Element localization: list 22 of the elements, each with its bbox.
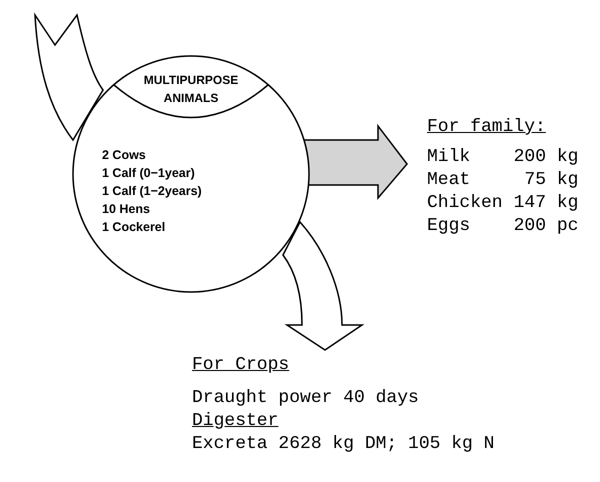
product-amount: 147 kg	[514, 192, 578, 215]
animal-count: 1 Cockerel	[102, 219, 166, 236]
output-line: Draught power 40 days	[192, 387, 419, 410]
product-name: Milk	[427, 146, 472, 169]
product-amount: 200 kg	[514, 146, 578, 169]
product-amount: 200 pc	[514, 215, 578, 238]
section-heading: For family:	[427, 116, 546, 139]
animal-count: 1 Calf (1−2years)	[102, 183, 202, 200]
block-arrow	[34, 14, 104, 141]
animal-count: 1 Calf (0−1year)	[102, 165, 195, 182]
product-name: Eggs	[427, 215, 472, 238]
output-line: Excreta 2628 kg DM; 105 kg N	[192, 433, 494, 456]
section-heading: For Crops	[192, 354, 290, 377]
product-amount: 75 kg	[523, 169, 578, 192]
circle-heading: MULTIPURPOSE ANIMALS	[142, 72, 240, 107]
animal-count: 2 Cows	[102, 147, 146, 164]
animal-count: 10 Hens	[102, 201, 150, 218]
product-name: Chicken	[427, 192, 503, 215]
section-heading: Digester	[192, 410, 278, 433]
block-arrow	[282, 221, 363, 351]
block-arrow	[302, 124, 408, 200]
product-name: Meat	[427, 169, 472, 192]
